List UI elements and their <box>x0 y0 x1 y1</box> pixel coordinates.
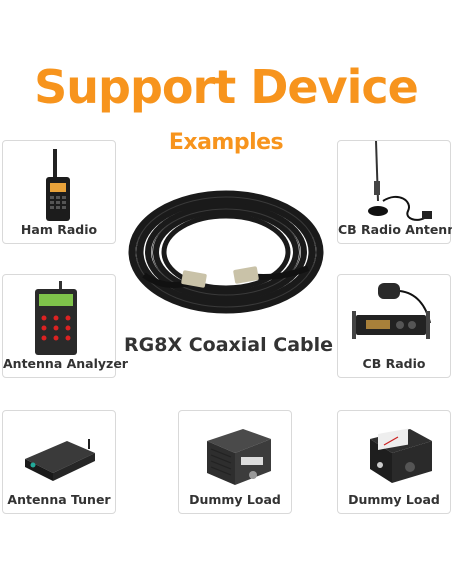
antenna-icon <box>368 141 432 221</box>
dummy-load-icon <box>207 429 271 485</box>
device-label: CB Radio <box>362 356 426 371</box>
swr-meter-icon <box>370 428 432 483</box>
device-label: Dummy Load <box>348 492 440 507</box>
device-card-antenna-analyzer: Antenna Analyzer <box>2 274 128 378</box>
product-label: RG8X Coaxial Cable <box>124 334 334 356</box>
device-card-cb-radio: CB Radio <box>337 274 451 378</box>
device-card-antenna-tuner: Antenna Tuner <box>2 410 116 514</box>
page-title: Support Device <box>34 60 419 114</box>
page-subtitle: Examples <box>168 130 284 155</box>
coax-cable-image <box>128 190 324 314</box>
tuner-icon <box>25 439 95 481</box>
walkie-talkie-icon <box>46 149 70 221</box>
device-card-dummy-load: Dummy Load <box>178 410 292 514</box>
device-label: Antenna Analyzer <box>3 356 128 371</box>
device-card-cb-antenna: CB Radio Antenna <box>337 140 452 244</box>
analyzer-icon <box>35 281 77 355</box>
cb-radio-icon <box>352 283 431 339</box>
device-label: Dummy Load <box>189 492 281 507</box>
device-card-ham-radio: Ham Radio <box>2 140 116 244</box>
device-label: CB Radio Antenna <box>338 222 452 237</box>
device-label: Antenna Tuner <box>7 492 111 507</box>
device-label: Ham Radio <box>20 222 98 237</box>
device-card-dummy-load-meter: Dummy Load <box>337 410 451 514</box>
